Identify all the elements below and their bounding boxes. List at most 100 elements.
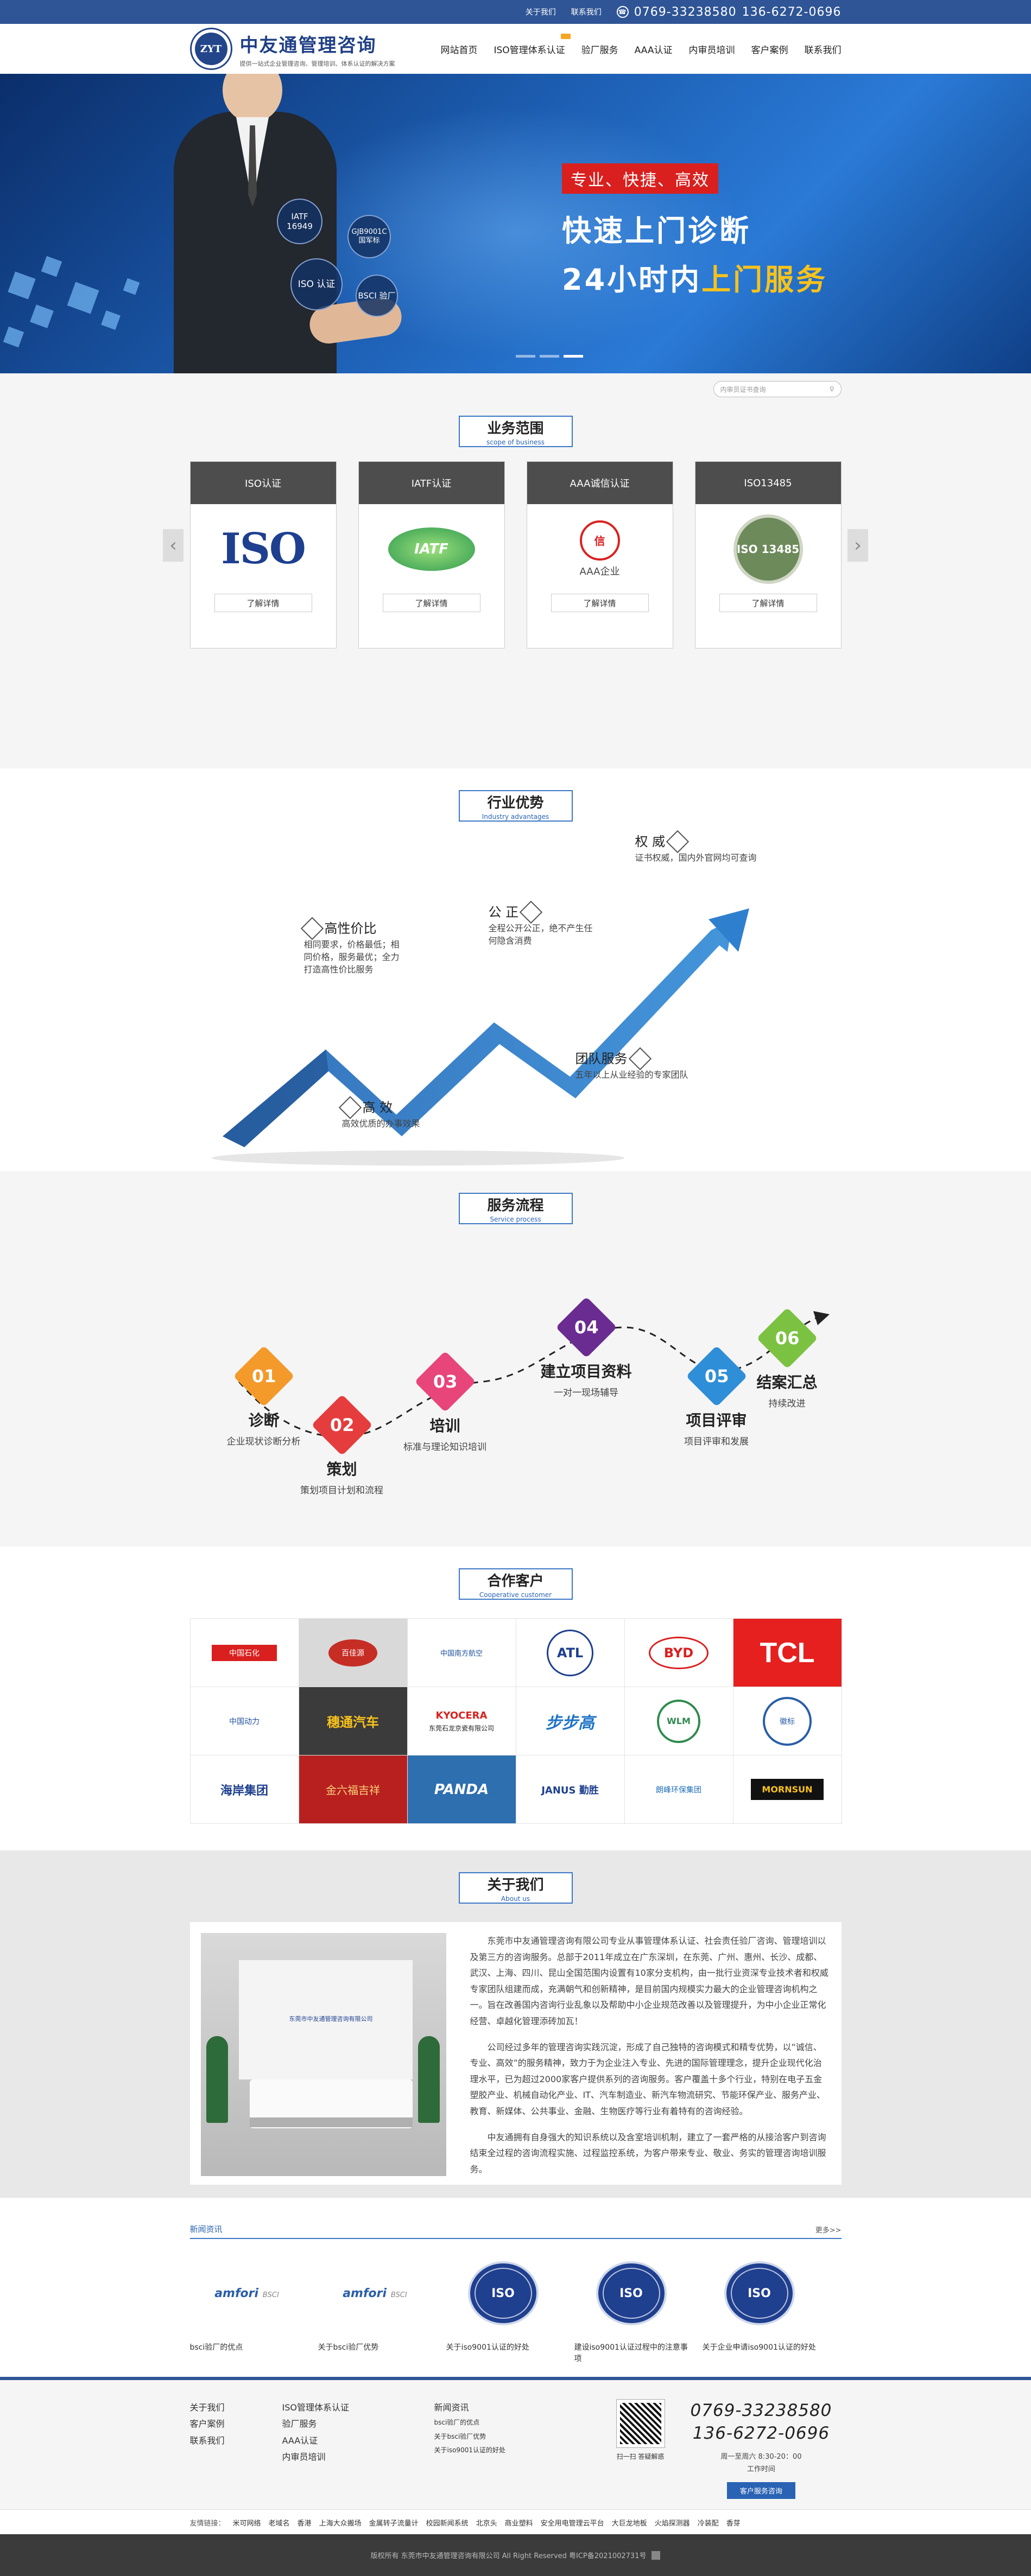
- footer-link[interactable]: AAA认证: [282, 2435, 318, 2446]
- nav-cases[interactable]: 客户案例: [751, 44, 788, 56]
- nav-factory-audit[interactable]: 验厂服务: [581, 44, 618, 56]
- client-logo[interactable]: 中国动力: [190, 1687, 299, 1756]
- hot-badge-icon: [560, 33, 571, 39]
- news-item[interactable]: ISO 关于iso9001认证的好处: [446, 2261, 560, 2365]
- footer-link[interactable]: 联系我们: [189, 2435, 225, 2446]
- banner-dot[interactable]: [540, 355, 559, 358]
- nav-aaa[interactable]: AAA认证: [634, 44, 673, 56]
- process-step: 04 建立项目资料 一对一现场辅导: [527, 1296, 646, 1398]
- logo[interactable]: ZYT 中友通管理咨询 提供一站式企业管理咨询、管理培训、体系认证的解决方案: [189, 28, 395, 70]
- business-card[interactable]: IATF认证 IATF 了解详情: [358, 461, 505, 648]
- footer-contact: 0769-33238580 136-6272-0696 周一至周六 8:30-2…: [691, 2400, 832, 2499]
- friend-link[interactable]: 金属转子流量计: [369, 2519, 419, 2528]
- business-card[interactable]: ISO13485 ISO 13485 了解详情: [694, 461, 842, 648]
- client-logo[interactable]: WLM: [624, 1687, 733, 1756]
- friend-link[interactable]: 大巨龙地板: [611, 2519, 647, 2528]
- footer-link[interactable]: 关于我们: [189, 2402, 225, 2413]
- banner-dot[interactable]: [516, 355, 535, 358]
- search-input[interactable]: 内审员证书查询 ⚲: [713, 381, 842, 397]
- client-logo[interactable]: 中国石化: [190, 1619, 299, 1687]
- bubble-bsci: BSCI 验厂: [356, 275, 398, 317]
- customer-service-button[interactable]: 客户服务咨询: [726, 2482, 795, 2499]
- friend-link[interactable]: 火焰探测器: [654, 2519, 690, 2528]
- friend-link[interactable]: 安全用电管理云平台: [540, 2519, 604, 2528]
- footer-link[interactable]: ISO管理体系认证: [282, 2402, 349, 2413]
- news-more-link[interactable]: 更多>>: [815, 2227, 842, 2235]
- banner-dot-active[interactable]: [564, 355, 583, 358]
- card-more-button[interactable]: 了解详情: [719, 594, 817, 612]
- growth-arrow-icon: [211, 908, 749, 1166]
- brand-slogan: 提供一站式企业管理咨询、管理培训、体系认证的解决方案: [239, 60, 395, 67]
- client-logo[interactable]: JANUS 勤胜: [516, 1756, 625, 1824]
- nav-training[interactable]: 内审员培训: [688, 44, 735, 56]
- nav-contact[interactable]: 联系我们: [804, 44, 842, 56]
- bubble-iso: ISO 认证: [290, 258, 343, 310]
- client-logo[interactable]: 朗峰环保集团: [624, 1756, 733, 1824]
- news-section: 新闻资讯 更多>> amfori BSCI bsci验厂的优点 amfori B…: [0, 2198, 1031, 2377]
- friend-link[interactable]: 香港: [297, 2519, 312, 2528]
- friend-link[interactable]: 老域名: [268, 2519, 290, 2528]
- friend-link[interactable]: 上海大众搬场: [319, 2519, 362, 2528]
- section-title-process: 服务流程 Service process: [191, 1193, 840, 1224]
- client-logo[interactable]: 中国南方航空: [407, 1619, 516, 1687]
- client-logo[interactable]: PANDA: [407, 1756, 516, 1824]
- footer-link[interactable]: 客户案例: [189, 2419, 225, 2429]
- card-more-button[interactable]: 了解详情: [214, 594, 312, 612]
- footer-link[interactable]: 内审员培训: [282, 2452, 326, 2463]
- phone-icon: ☎: [616, 6, 629, 18]
- carousel-prev-icon[interactable]: ‹: [163, 529, 184, 562]
- card-more-button[interactable]: 了解详情: [382, 594, 480, 612]
- qr-code-icon: [616, 2399, 665, 2448]
- friend-link[interactable]: 校园新闻系统: [426, 2519, 469, 2528]
- card-more-button[interactable]: 了解详情: [551, 594, 649, 612]
- business-card[interactable]: ISO认证 ISO 了解详情: [189, 461, 337, 648]
- footer-link[interactable]: 关于bsci验厂优势: [434, 2432, 486, 2440]
- nav-iso[interactable]: ISO管理体系认证: [494, 33, 571, 60]
- client-logo[interactable]: MORNSUN: [733, 1756, 842, 1824]
- hero-banner[interactable]: IATF 16949 GJB9001C 国军标 ISO 认证 BSCI 验厂 专…: [0, 74, 1031, 373]
- news-item[interactable]: amfori BSCI bsci验厂的优点: [190, 2261, 304, 2365]
- office-reception-image: 东莞市中友通管理咨询有限公司: [200, 1933, 446, 2176]
- friend-link[interactable]: 米可网络: [232, 2519, 261, 2528]
- client-logo[interactable]: 海岸集团: [190, 1756, 299, 1824]
- iso-badge-icon: ISO: [724, 2261, 795, 2325]
- news-item[interactable]: amfori BSCI 关于bsci验厂优势: [318, 2261, 432, 2365]
- client-logo[interactable]: BYD: [624, 1619, 733, 1687]
- friend-link[interactable]: 北京头: [476, 2519, 497, 2528]
- footer-link[interactable]: bsci验厂的优点: [434, 2419, 480, 2427]
- search-icon[interactable]: ⚲: [829, 385, 834, 393]
- footer-link[interactable]: 验厂服务: [282, 2419, 317, 2429]
- client-logo[interactable]: 步步高: [516, 1687, 625, 1756]
- friend-link[interactable]: 香芽: [726, 2519, 741, 2528]
- top-link-contact[interactable]: 联系我们: [571, 8, 602, 17]
- advantage-graph: 权 威 证书权威，国内外官网均可查询 高性价比 相同要求，价格最低；相同价格，服…: [190, 822, 842, 1169]
- top-link-about[interactable]: 关于我们: [525, 8, 556, 17]
- nav-iso-label: ISO管理体系认证: [494, 44, 565, 56]
- client-logo[interactable]: 穗通汽车: [299, 1687, 408, 1756]
- friend-link[interactable]: 冷装配: [697, 2519, 719, 2528]
- footer-col-services: ISO管理体系认证 验厂服务 AAA认证 内审员培训: [282, 2400, 434, 2499]
- footer-link[interactable]: 关于iso9001认证的好处: [434, 2446, 505, 2454]
- search-strip: 内审员证书查询 ⚲: [0, 373, 1031, 405]
- news-item[interactable]: ISO 关于企业申请iso9001认证的好处: [703, 2261, 817, 2365]
- bubble-gjb: GJB9001C 国军标: [347, 215, 391, 258]
- iso-badge-icon: ISO: [467, 2261, 539, 2325]
- news-item[interactable]: ISO 建设iso9001认证过程中的注意事项: [574, 2261, 688, 2365]
- friend-link[interactable]: 商业塑料: [504, 2519, 533, 2528]
- client-logo[interactable]: 金六福吉祥: [299, 1756, 408, 1824]
- carousel-next-icon[interactable]: ›: [847, 529, 868, 562]
- step-badge: 03: [414, 1351, 476, 1413]
- nav-home[interactable]: 网站首页: [440, 44, 478, 56]
- client-logo[interactable]: TCL: [733, 1619, 842, 1687]
- process-step: 06 结案汇总 持续改进: [733, 1307, 842, 1409]
- process-step: 05 项目评审 项目评审和发展: [662, 1345, 771, 1447]
- business-section: 业务范围 scope of business ISO认证 ISO 了解详情 IA…: [0, 405, 1031, 768]
- client-logo[interactable]: 百佳源: [299, 1619, 408, 1687]
- client-logo[interactable]: ATL: [516, 1619, 625, 1687]
- about-text: 东莞市中友通管理咨询有限公司专业从事管理体系认证、社会责任验厂咨询、管理培训以及…: [470, 1933, 831, 2174]
- business-card[interactable]: AAA诚信认证 信 AAA企业 了解详情: [526, 461, 673, 648]
- about-section: 关于我们 About us 东莞市中友通管理咨询有限公司 东莞市中友通管理咨询有…: [0, 1850, 1031, 2198]
- client-logo[interactable]: 徽标: [733, 1687, 842, 1756]
